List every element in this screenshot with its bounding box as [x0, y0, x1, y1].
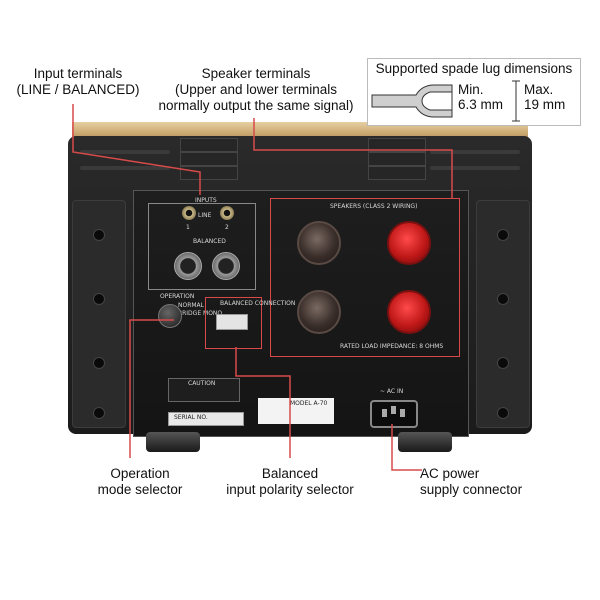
speaker-post-plus-lower[interactable] [387, 290, 431, 334]
vent [180, 166, 238, 180]
speaker-terminals-label: Speaker terminals (Upper and lower termi… [158, 66, 354, 113]
fin [80, 166, 170, 170]
operation-mode-label: Operation mode selector [97, 466, 183, 497]
inputs-frame [148, 203, 256, 290]
speaker-post-minus-lower[interactable] [297, 290, 341, 334]
operation-text: OPERATION [160, 293, 195, 300]
operation-mode-knob[interactable] [158, 304, 182, 328]
speaker-terminals-frame [270, 198, 460, 357]
left-heatsink [72, 200, 126, 428]
ch2-text: 2 [225, 224, 229, 231]
rated-load-text: RATED LOAD IMPEDANCE: 8 OHMS [340, 343, 444, 350]
normal-text: NORMAL [178, 302, 205, 309]
inset-title: Supported spade lug dimensions [375, 61, 573, 76]
fin [80, 150, 170, 154]
xlr-input-2[interactable] [212, 252, 240, 280]
vent [368, 152, 426, 166]
foot-left [146, 432, 200, 452]
speaker-post-plus-upper[interactable] [387, 221, 431, 265]
fin [430, 150, 520, 154]
speaker-post-minus-upper[interactable] [297, 221, 341, 265]
top-trim [72, 122, 528, 138]
serial-plate [168, 412, 244, 426]
speakers-text: SPEAKERS (CLASS 2 WIRING) [330, 203, 418, 210]
input-terminals-label: Input terminals (LINE / BALANCED) [16, 66, 140, 97]
balanced-polarity-label: Balanced input polarity selector [226, 466, 354, 497]
vent [180, 152, 238, 166]
xlr-input-1[interactable] [174, 252, 202, 280]
rca-jack-1[interactable] [182, 206, 196, 220]
spade-lug-icon [371, 80, 520, 122]
min-label: Min. 6.3 mm [458, 82, 504, 112]
balanced-selector-frame [205, 297, 262, 349]
inputs-text: INPUTS [195, 197, 217, 204]
caution-plate [168, 378, 240, 402]
balanced-text: BALANCED [193, 238, 226, 245]
fin [430, 166, 520, 170]
right-heatsink [476, 200, 530, 428]
ac-power-label: AC power supply connector [420, 466, 523, 497]
caution-text: CAUTION [188, 380, 216, 387]
model-sticker [258, 398, 334, 424]
serial-text: SERIAL NO. [174, 414, 208, 421]
max-label: Max. 19 mm [524, 82, 566, 112]
balanced-connection-text: BALANCED CONNECTION [220, 300, 296, 307]
ch1-text: 1 [186, 224, 190, 231]
vent [180, 138, 238, 152]
ac-inlet[interactable] [370, 400, 418, 428]
spade-lug-inset: Supported spade lug dimensions Min. 6.3 … [367, 58, 581, 126]
line-text: LINE [198, 212, 212, 219]
ac-in-text: ~ AC IN [380, 388, 404, 395]
foot-right [398, 432, 452, 452]
rca-jack-2[interactable] [220, 206, 234, 220]
bridge-text: BRIDGE MONO [178, 310, 223, 317]
polarity-switch[interactable] [216, 314, 248, 330]
model-text: MODEL A-70 [290, 400, 328, 407]
vent [368, 166, 426, 180]
vent [368, 138, 426, 152]
